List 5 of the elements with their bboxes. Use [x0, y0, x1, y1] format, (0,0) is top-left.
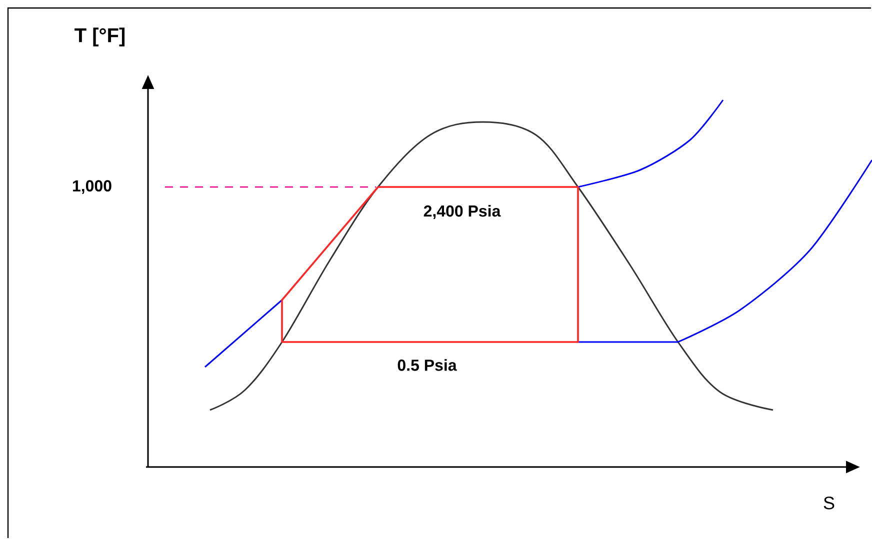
tick-label: 1,000 — [73, 180, 112, 194]
pressure-label: 2,400 Psia — [424, 204, 501, 220]
pressure-label: 0.5 Psia — [398, 359, 457, 371]
axis-title: S — [824, 496, 834, 510]
axis-title: T [°F] — [74, 28, 125, 46]
